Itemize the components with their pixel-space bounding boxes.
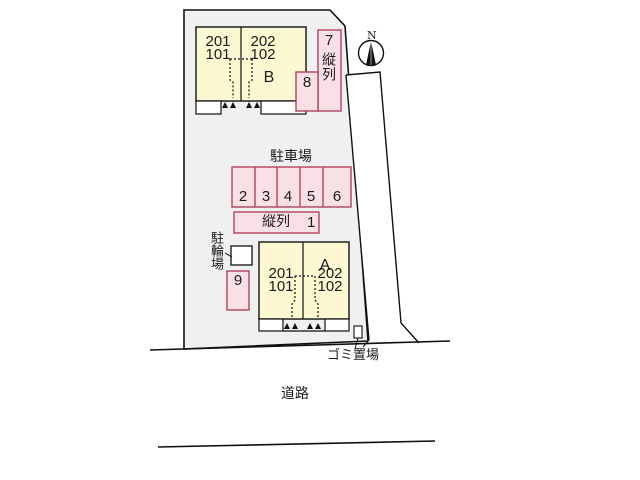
building-a-label: A: [319, 257, 331, 274]
building-b-unit-201: 201: [205, 33, 231, 50]
parking-8-number: 8: [302, 74, 312, 91]
parking-row: [231, 166, 352, 208]
building-b-unit-202: 202: [250, 33, 276, 50]
parking-space-9: [226, 270, 250, 311]
parking-title: 駐車場: [270, 149, 312, 165]
road-edge-top: [149, 340, 451, 351]
building-a-unit-102: 102: [317, 278, 343, 295]
building-b-unit-101: 101: [205, 46, 231, 63]
building-a-unit-201: 201: [268, 265, 294, 282]
tandem-number: 1: [307, 214, 316, 231]
building-b-label: B: [263, 69, 275, 86]
parking-7-label: 縦列: [320, 52, 336, 82]
parking-space-8: [295, 71, 319, 112]
parking-space-2: 2: [238, 188, 248, 205]
parking-tandem-1: [233, 211, 320, 234]
parking-7-number: 7: [324, 32, 334, 49]
side-passage: [346, 72, 419, 343]
road-label: 道路: [281, 386, 309, 402]
side-passage-edge: [345, 71, 420, 344]
parking-space-6: 6: [332, 188, 342, 205]
parking-9-number: 9: [233, 272, 243, 289]
parking-space-3: 3: [261, 188, 271, 205]
parking-space-5: 5: [306, 188, 316, 205]
building-a-unit-101: 101: [268, 278, 294, 295]
parking-space-4: 4: [283, 188, 293, 205]
bicycle-parking: [230, 245, 253, 266]
building-b: [195, 26, 307, 115]
building-a: [258, 241, 350, 332]
compass-label: N: [367, 29, 377, 42]
road-edge-bottom: [157, 440, 436, 448]
tandem-label: 縦列: [262, 214, 290, 230]
building-b-unit-102: 102: [250, 46, 276, 63]
building-a-unit-202: 202: [317, 265, 343, 282]
parking-space-7: [317, 29, 342, 112]
bicycle-parking-label: 駐輪場: [208, 231, 223, 270]
compass-north-icon: [357, 39, 385, 67]
garbage-label: ゴミ置場: [327, 348, 380, 363]
garbage-box: [353, 325, 363, 339]
